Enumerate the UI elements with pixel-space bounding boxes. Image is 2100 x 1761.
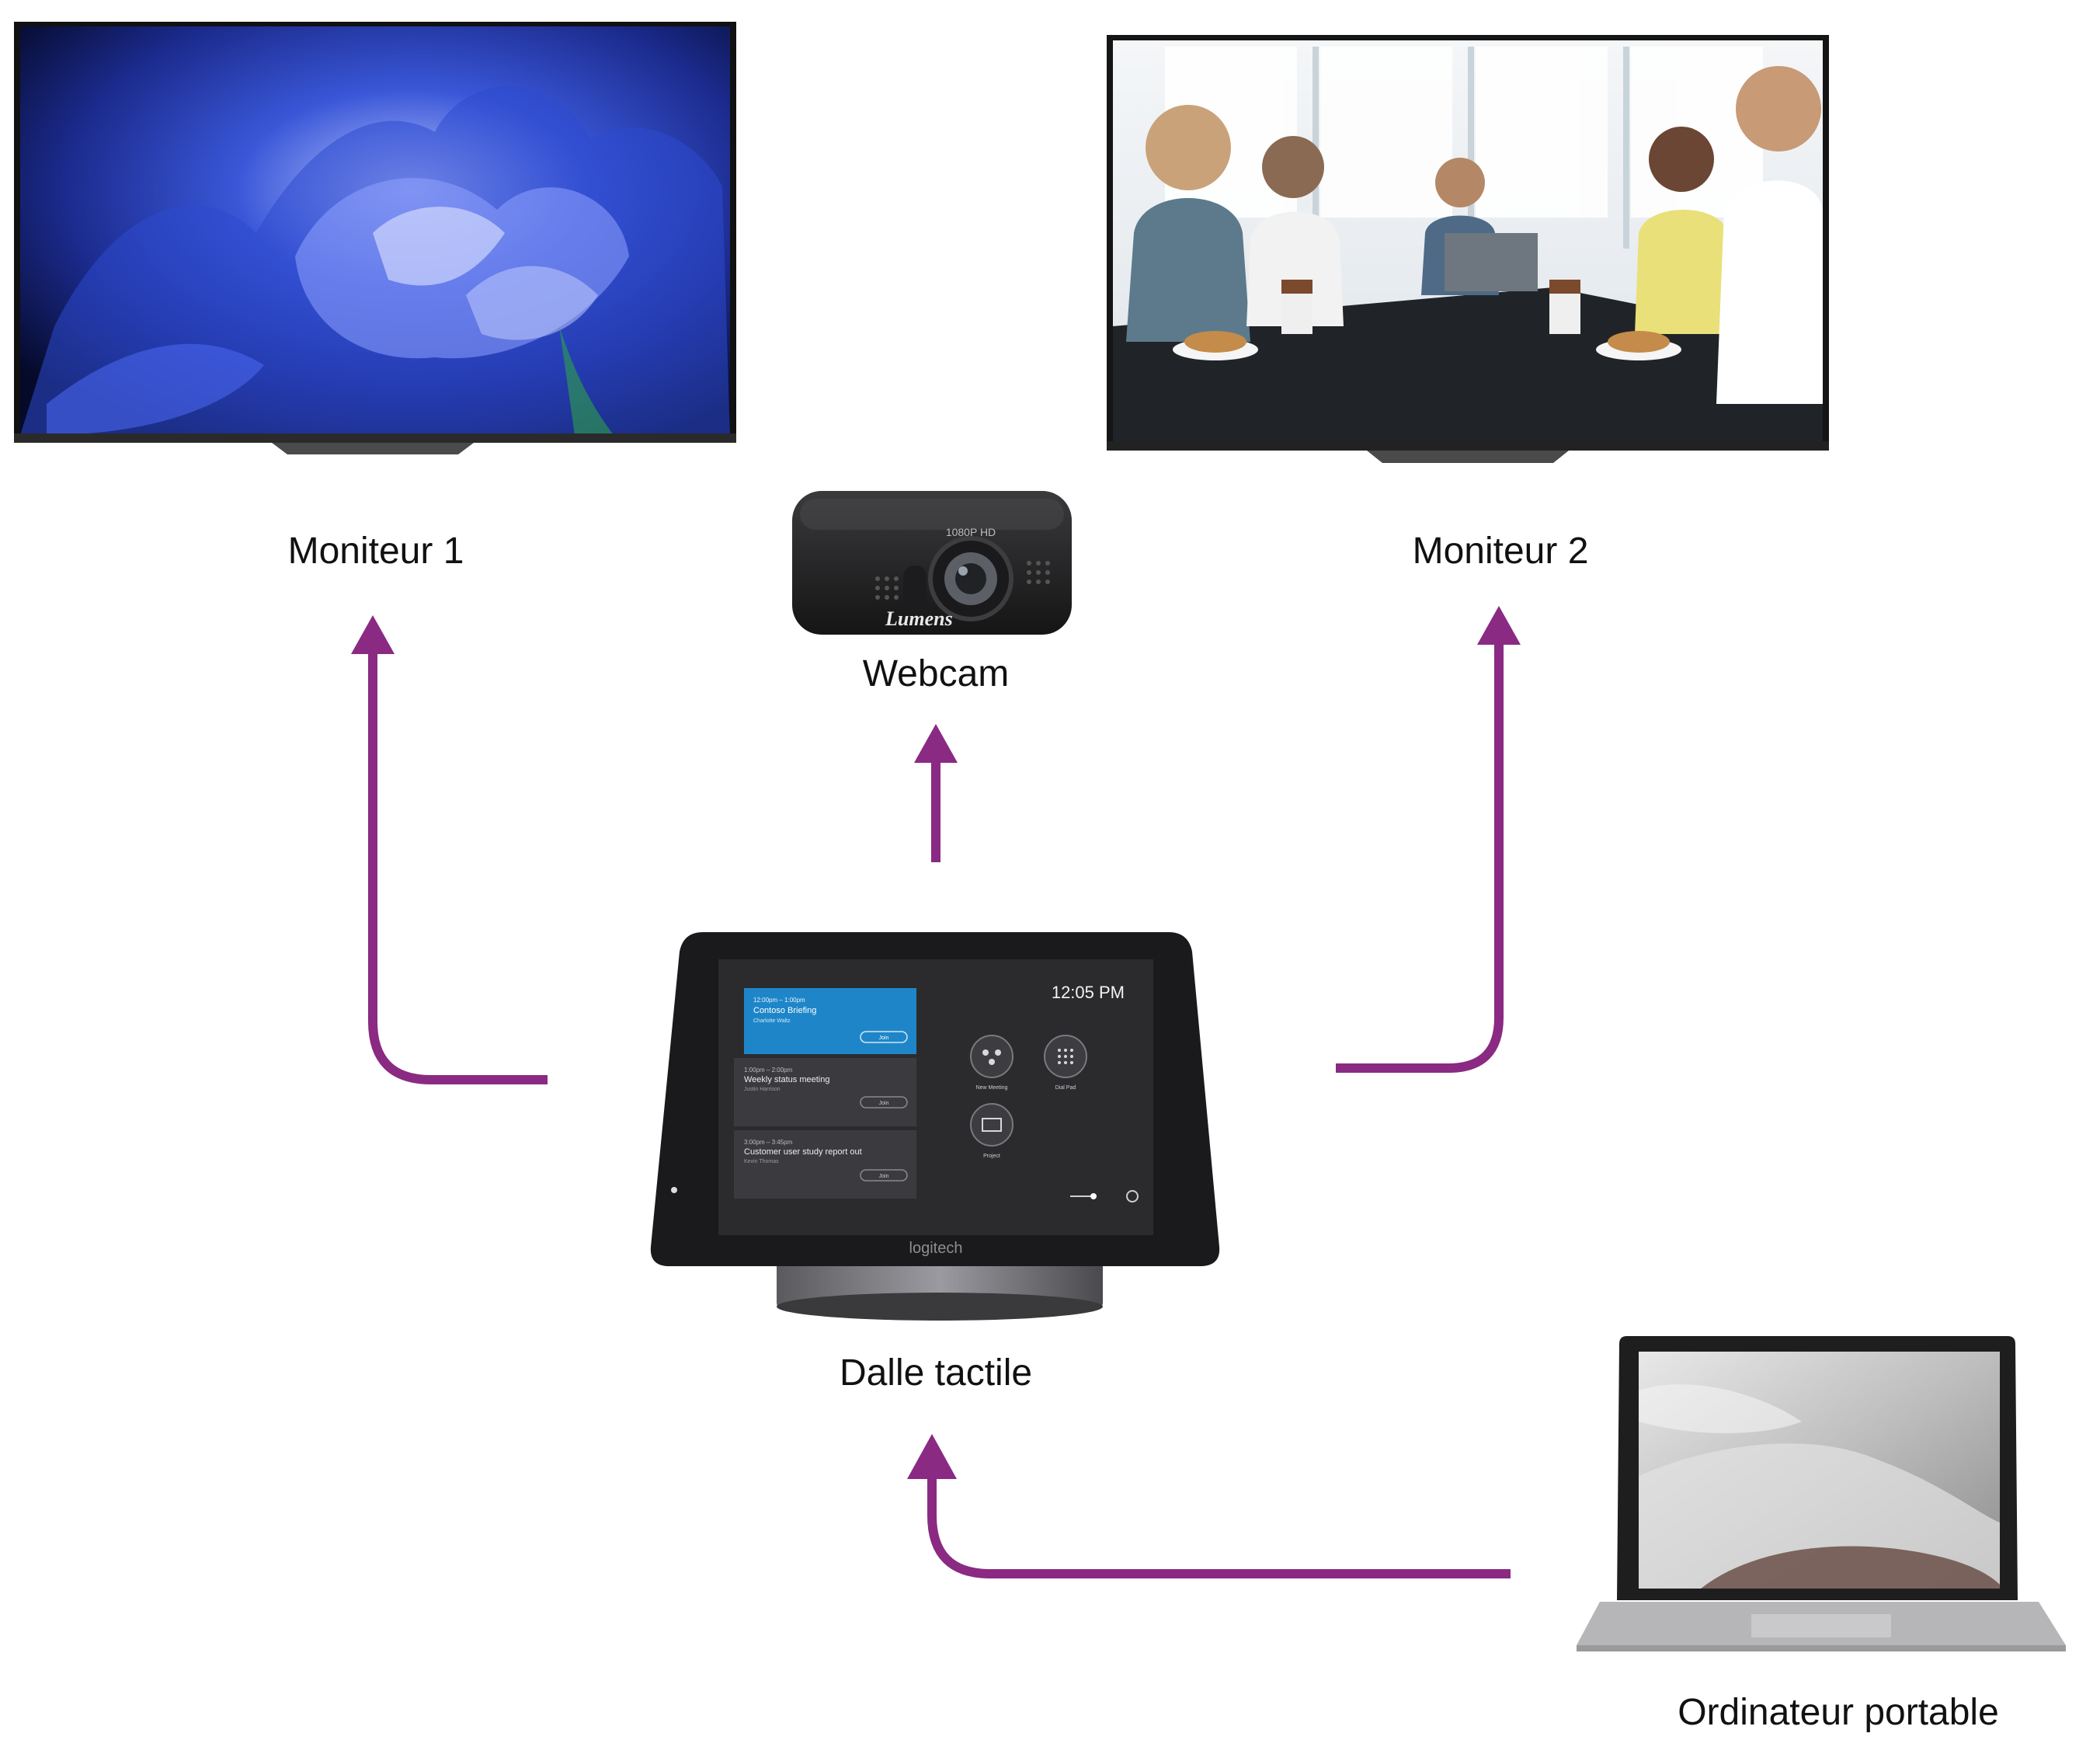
meeting-3-organizer: Kevin Thomas xyxy=(744,1159,779,1164)
action-new-meeting-label[interactable]: New Meeting xyxy=(976,1085,1008,1091)
webcam-image xyxy=(792,491,1072,635)
connector-panel-to-monitor-2 xyxy=(1336,633,1504,1073)
action-dial-pad-label[interactable]: Dial Pad xyxy=(1055,1085,1076,1091)
arrowhead-touch-panel xyxy=(907,1434,957,1479)
meeting-3-join-button[interactable]: Join xyxy=(879,1174,889,1179)
webcam-label: Webcam xyxy=(862,653,1010,694)
meeting-3-time: 3:00pm – 3:45pm xyxy=(744,1139,793,1146)
connector-panel-to-monitor-1 xyxy=(368,637,548,1084)
meeting-1-organizer: Charlotte Waltz xyxy=(753,1018,791,1024)
laptop-label: Ordinateur portable xyxy=(1678,1692,1999,1733)
meeting-2-time: 1:00pm – 2:00pm xyxy=(744,1067,793,1074)
monitor-2-image xyxy=(1107,35,1829,463)
monitor-1-label: Moniteur 1 xyxy=(287,531,464,572)
meeting-2-join-button[interactable]: Join xyxy=(879,1101,889,1106)
monitor-2-label: Moniteur 2 xyxy=(1412,531,1589,572)
meeting-1-title: Contoso Briefing xyxy=(753,1006,816,1015)
laptop-image xyxy=(1577,1336,2066,1651)
touch-panel-brand: logitech xyxy=(909,1240,963,1257)
connectors xyxy=(368,633,1511,1578)
touch-panel-label: Dalle tactile xyxy=(839,1352,1033,1394)
action-project-label[interactable]: Project xyxy=(983,1154,1000,1159)
meeting-1-join-button[interactable]: Join xyxy=(879,1035,889,1041)
arrowhead-monitor-1 xyxy=(351,615,395,654)
meeting-3-title: Customer user study report out xyxy=(744,1147,862,1157)
meeting-2-organizer: Justin Harrison xyxy=(744,1087,781,1092)
webcam-lens-text: 1080P HD xyxy=(946,526,996,538)
monitor-1-image xyxy=(14,22,736,454)
touch-panel-time: 12:05 PM xyxy=(1052,983,1125,1002)
webcam-brand: Lumens xyxy=(885,607,953,630)
meeting-1-time: 12:00pm – 1:00pm xyxy=(753,997,805,1004)
touch-panel-image xyxy=(650,932,1220,1321)
connector-laptop-to-panel xyxy=(927,1476,1511,1578)
arrowhead-monitor-2 xyxy=(1477,606,1521,645)
meeting-2-title: Weekly status meeting xyxy=(744,1075,829,1084)
arrowhead-webcam xyxy=(914,724,958,763)
